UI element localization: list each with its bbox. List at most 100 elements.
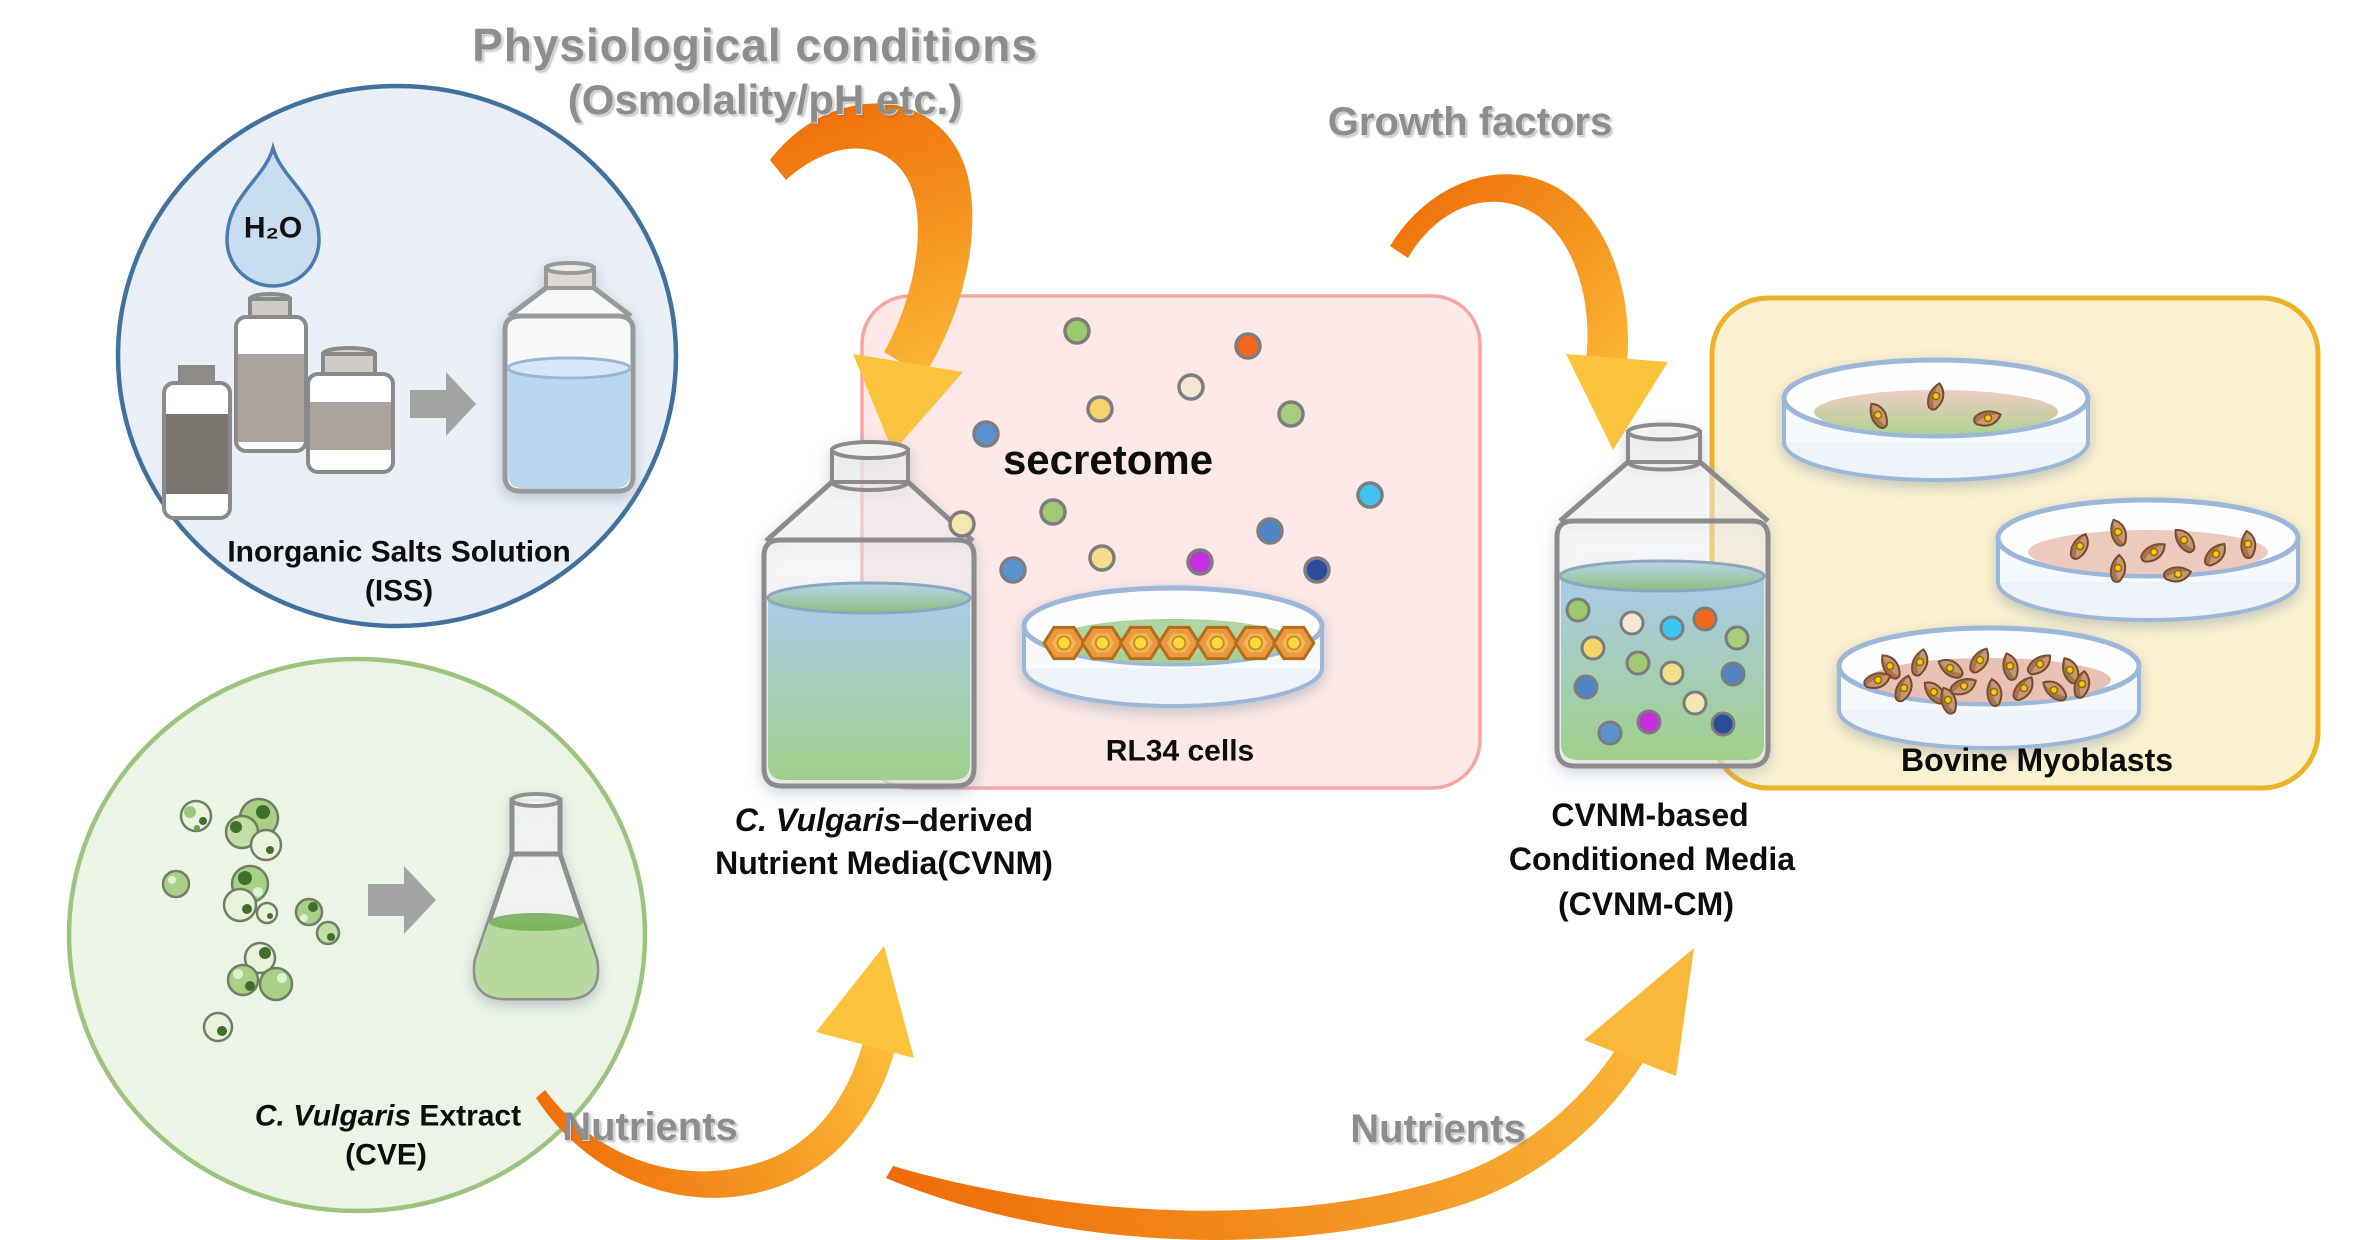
algae-cell: [315, 920, 341, 946]
algae-organelle: [168, 876, 176, 884]
media-dot: [1720, 661, 1746, 687]
cvnm-label-line2: Nutrient Media(CVNM): [715, 845, 1053, 882]
myoblast-cell: [2110, 518, 2127, 547]
h2o-label: H₂O: [243, 211, 303, 245]
rl34-nucleus: [1094, 635, 1110, 651]
media-dot: [1682, 690, 1708, 716]
physiological-conditions-label: Physiological conditions: [472, 18, 1038, 71]
cve-flask: [472, 792, 600, 1001]
rl34-nucleus: [1286, 635, 1302, 651]
arrow-nutrients-left: [536, 946, 914, 1198]
myoblast-cell: [2002, 652, 2019, 681]
myoblast-cell: [1973, 410, 2002, 427]
media-dot: [1580, 635, 1606, 661]
algae-cell: [258, 966, 294, 1002]
algae-organelle: [253, 887, 263, 897]
rl34-nucleus: [1133, 635, 1149, 651]
extract-arrow-icon: [368, 866, 436, 934]
myoblast-cells-dense: [1863, 647, 2091, 715]
rl34-nucleus: [1056, 635, 1072, 651]
algae-organelle: [233, 969, 243, 979]
cvnmcm-label-line3: (CVNM-CM): [1558, 886, 1734, 923]
algae-cell: [255, 901, 279, 925]
myoblast-cell: [2174, 529, 2196, 554]
growth-factors-label: Growth factors: [1327, 100, 1613, 144]
algae-organelle: [259, 947, 271, 959]
algae-cell: [222, 887, 258, 923]
cvnmcm-bottle: [1554, 422, 1771, 769]
algae-organelle: [266, 846, 274, 854]
secretome-dot: [1303, 556, 1331, 584]
cve-label-line1: C. Vulgaris Extract: [255, 1100, 521, 1132]
cve-label-line2: (CVE): [345, 1138, 427, 1172]
secretome-dot: [1063, 317, 1091, 345]
algae-organelle: [217, 1026, 227, 1036]
myoblast-cell: [2203, 542, 2226, 567]
myoblast-cell: [2012, 676, 2034, 702]
rl34-cell-row: [1042, 625, 1316, 661]
algae-cells-icon: [161, 797, 341, 1043]
arrow-growth-factors: [1390, 174, 1668, 450]
myoblast-cell: [1881, 654, 1901, 680]
secretome-dot: [1356, 481, 1384, 509]
secretome-dot: [1177, 373, 1205, 401]
myoblast-cell: [2042, 680, 2068, 702]
algae-organelle: [194, 825, 200, 831]
myoblast-cell: [2026, 654, 2051, 676]
algae-cell: [294, 897, 324, 927]
secretome-dot: [1186, 548, 1214, 576]
myoblast-dish-mid: [1995, 497, 2301, 622]
algae-organelle: [308, 902, 318, 912]
media-dot: [1659, 660, 1685, 686]
secretome-dot: [948, 510, 976, 538]
myoblast-cell: [2240, 529, 2257, 559]
myoblast-cell: [2069, 532, 2089, 560]
media-dot: [1625, 650, 1651, 676]
myoblast-cell: [1863, 672, 1892, 689]
cvnm-label-rest: –derived: [901, 802, 1034, 839]
media-dot: [1692, 606, 1718, 632]
algae-cell: [202, 1011, 234, 1043]
water-droplet-icon: [225, 141, 321, 288]
osmolality-ph-label: (Osmolality/pH etc.): [567, 75, 963, 123]
myoblast-cell: [1894, 674, 1913, 703]
nutrients-label-left: Nutrients: [562, 1105, 738, 1149]
myoblast-cell: [1911, 648, 1929, 677]
myoblast-cell: [2073, 669, 2091, 699]
cvnm-label-line1: C. Vulgaris–derived: [735, 802, 1034, 839]
rl34-nucleus: [1209, 635, 1225, 651]
myoblast-cell: [1869, 402, 1888, 429]
bovine-myoblasts-label: Bovine Myoblasts: [1900, 742, 2174, 779]
mix-arrow-icon: [410, 372, 476, 436]
cvnmcm-label-line2: Conditioned Media: [1508, 841, 1796, 878]
myoblast-cell: [2140, 543, 2166, 563]
iss-label-line2: (ISS): [364, 574, 434, 608]
algae-cell: [249, 828, 283, 862]
media-dot: [1565, 597, 1591, 623]
algae-organelle: [256, 805, 270, 819]
algae-organelle: [267, 913, 273, 919]
secretome-dot: [1088, 544, 1116, 572]
myoblast-cell: [1937, 658, 1964, 679]
secretome-label: secretome: [1002, 435, 1214, 483]
iss-bottle: [502, 261, 636, 494]
myoblast-cell: [1927, 382, 1945, 411]
cvnmcm-label-line1: CVNM-based: [1551, 797, 1749, 834]
reagent-bottles-icon: [162, 292, 395, 520]
secretome-dot: [1256, 517, 1284, 545]
secretome-molecules: [948, 317, 1384, 584]
secretome-dot: [1277, 400, 1305, 428]
media-dot: [1573, 674, 1599, 700]
rl34-dish: [1021, 585, 1325, 708]
myoblast-cell: [1986, 677, 2003, 707]
media-dot: [1636, 709, 1662, 735]
media-dot: [1597, 720, 1623, 746]
algae-organelle: [277, 973, 287, 983]
secretome-dot: [999, 556, 1027, 584]
myoblast-cell: [2163, 566, 2193, 583]
secretome-dot: [1234, 332, 1262, 360]
myoblast-cell: [1940, 686, 1957, 715]
myoblast-cell: [1969, 647, 1990, 674]
